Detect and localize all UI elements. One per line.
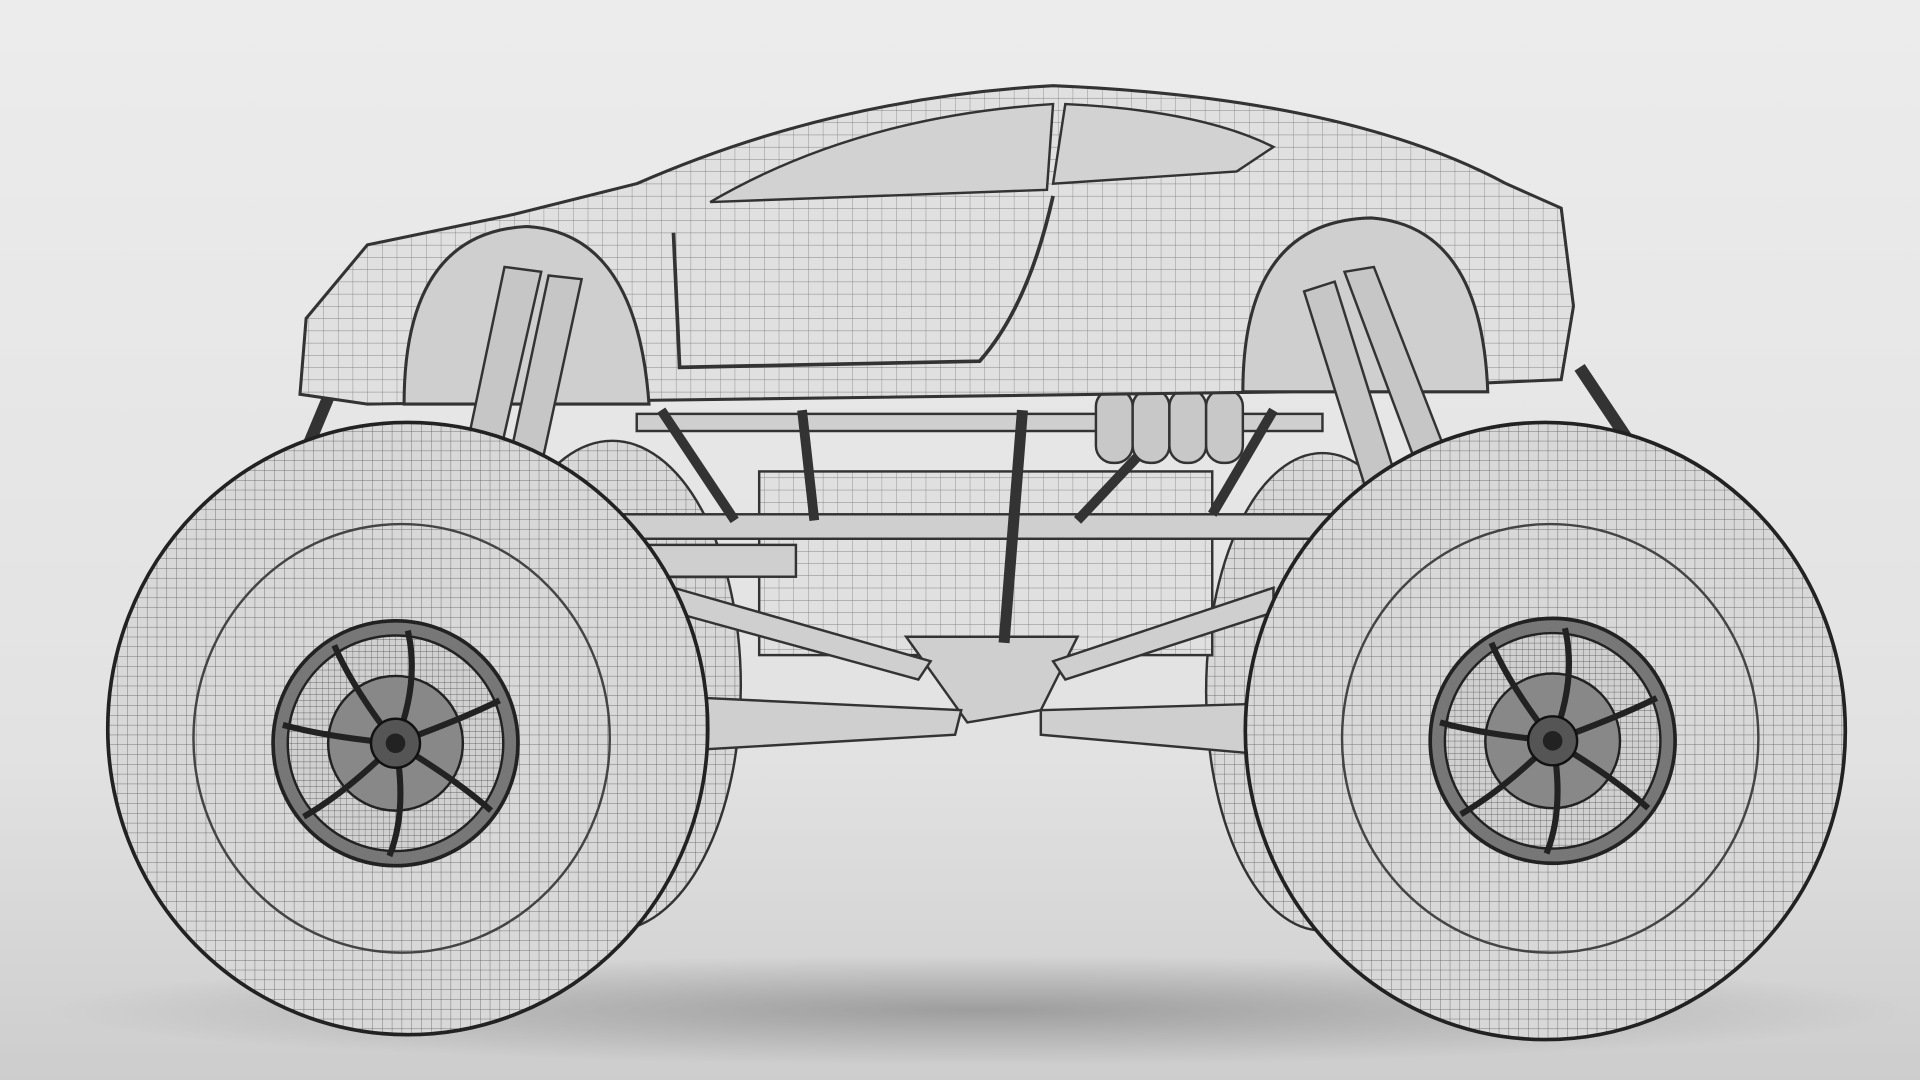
exhaust-pipes <box>1094 388 1245 465</box>
frame-tube <box>657 407 739 524</box>
door-line <box>671 195 1055 370</box>
frame-tube <box>998 409 1028 644</box>
window <box>709 102 1055 204</box>
rear-window <box>1051 102 1276 186</box>
rear-tire-sidewall <box>1340 522 1760 954</box>
frame-tube <box>1208 407 1278 517</box>
electronics-box <box>757 470 1214 657</box>
main-crossbar <box>611 513 1349 540</box>
rear-wheel-rim <box>1430 618 1675 863</box>
front-tire-sidewall <box>192 522 612 954</box>
front-wheel-rim <box>273 621 518 866</box>
frame-tube <box>797 409 820 521</box>
shock-absorbers <box>461 265 1453 489</box>
